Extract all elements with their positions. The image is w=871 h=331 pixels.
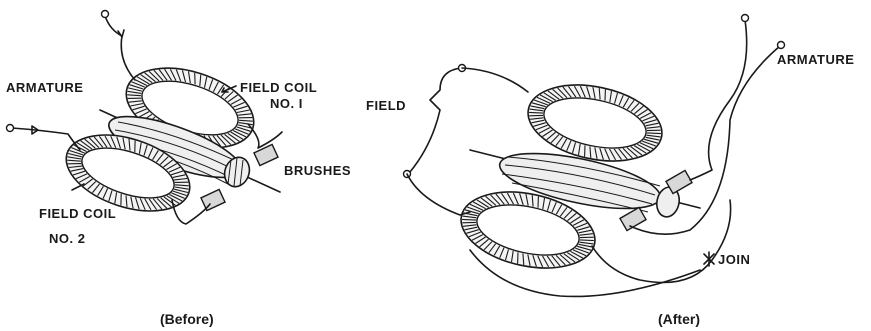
label-field-coil-1-line1: FIELD COIL: [240, 80, 317, 95]
coil-winding-mark: [529, 112, 543, 113]
before-wire-top: [105, 16, 135, 80]
caption-after: (After): [658, 311, 700, 327]
after-wire-armature-1: [690, 20, 747, 180]
after-wire-field-top: [462, 68, 528, 92]
coil-winding-mark: [462, 219, 476, 220]
label-armature-after: ARMATURE: [777, 52, 854, 67]
after-wire-field-bottom: [407, 174, 470, 215]
after-field-brace: [410, 68, 462, 172]
caption-before: (Before): [160, 311, 214, 327]
label-brushes: BRUSHES: [284, 163, 351, 178]
before-brush-lower: [201, 189, 225, 210]
label-join: JOIN: [718, 252, 750, 267]
label-field: FIELD: [366, 98, 406, 113]
after-terminal-armature-1: [742, 15, 749, 22]
label-field-coil-2-line1: FIELD COIL: [39, 206, 116, 221]
coil-winding-mark: [580, 240, 594, 241]
before-arrow-top: [118, 30, 124, 37]
coil-winding-mark: [647, 133, 661, 134]
label-field-coil-2-line2: NO. 2: [49, 231, 85, 246]
after-terminal-armature-2: [778, 42, 785, 49]
label-armature-before: ARMATURE: [6, 80, 83, 95]
before-terminal-left: [7, 125, 14, 132]
before-terminal-top: [102, 11, 109, 18]
before-drawing: [7, 11, 283, 226]
label-field-coil-1-line2: NO. I: [270, 96, 303, 111]
